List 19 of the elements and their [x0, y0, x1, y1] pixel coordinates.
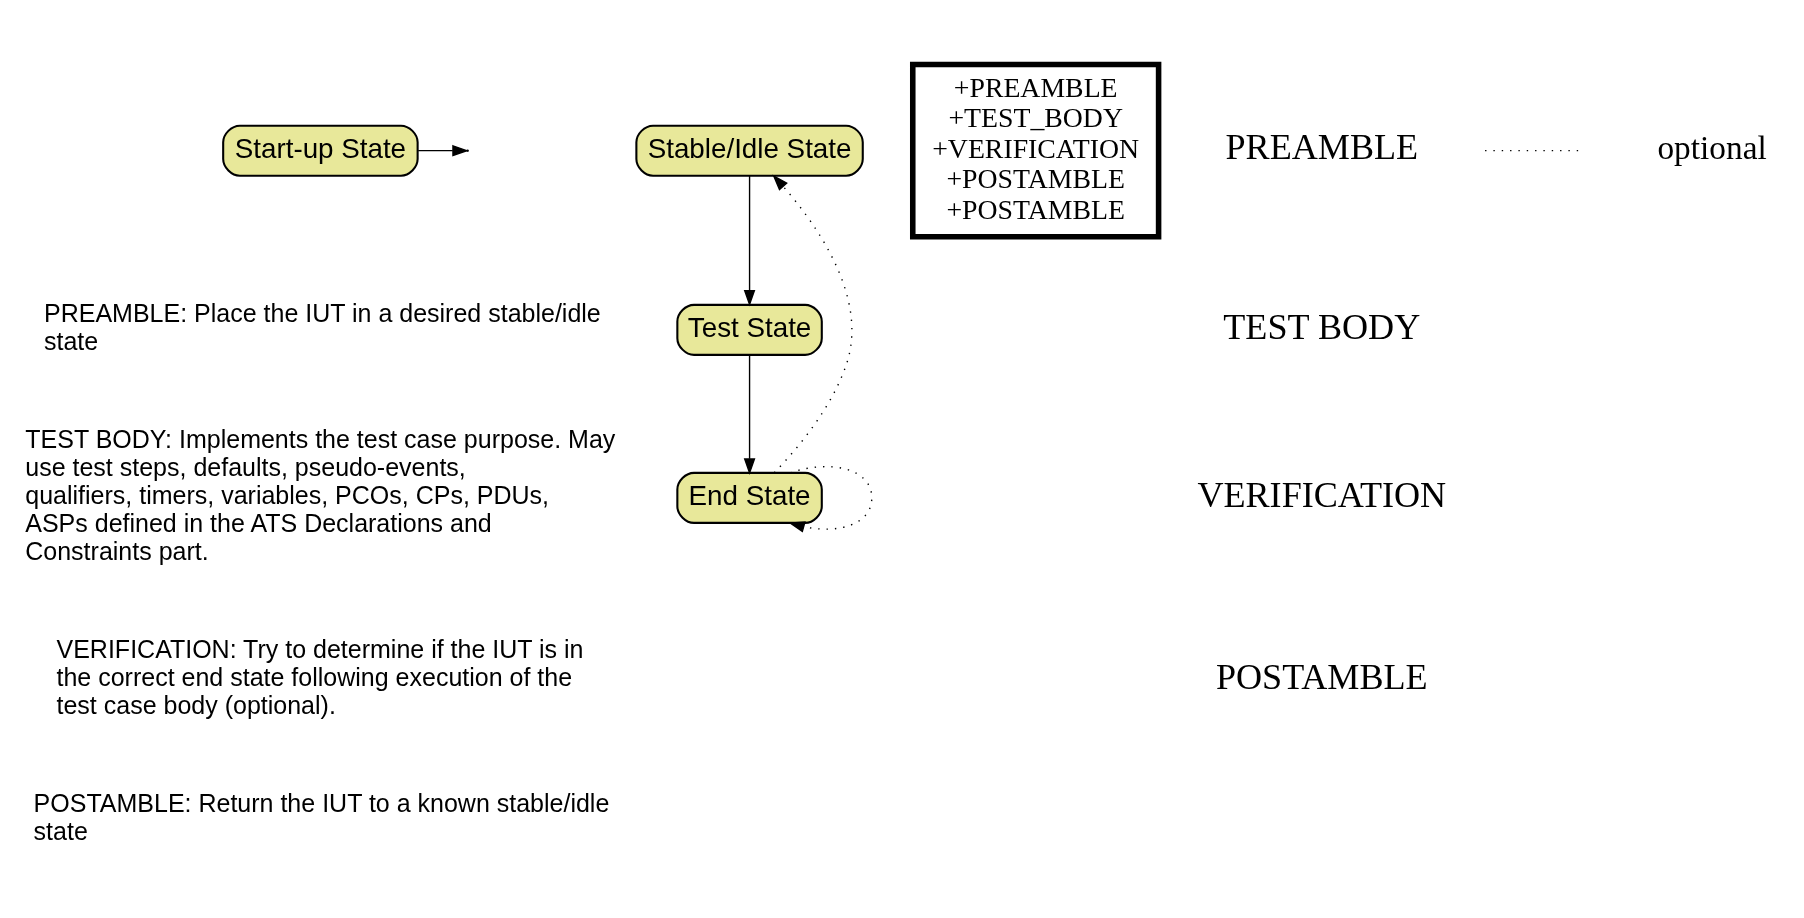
label: TEST BODY: Implements the test case purpose. May use test steps, defaults, pseudo-events, qualifiers, timers, variables, PCOs, CPs, PDUs, ASPs defined in the ATS Declarations and Constraints part.: [25, 425, 616, 565]
label: POSTAMBLE: Return the IUT to a known stable/idle state: [33, 789, 610, 846]
arrow: [743, 354, 756, 475]
label: VERIFICATION: [1197, 474, 1447, 515]
node-box: Stable/Idle State: [635, 124, 864, 177]
arrow: [788, 466, 873, 533]
arrow: [417, 144, 469, 157]
label: PREAMBLE: Place the IUT in a desired stable/idle state: [44, 299, 601, 355]
label: VERIFICATION: Try to determine if the IUT is in the correct end state following execution of the test case body (optional).: [56, 635, 584, 719]
label: POSTAMBLE: [1215, 656, 1428, 697]
label: PREAMBLE: [1225, 127, 1419, 168]
node-box: Test State: [676, 303, 823, 356]
node-box: +PREAMBLE +TEST_BODY +VERIFICATION +POSTAMBLE +POSTAMBLE: [910, 61, 1162, 240]
node-box: End State: [676, 471, 823, 524]
node-box: Start-up State: [222, 124, 419, 177]
legend-label: optional: [1657, 129, 1767, 167]
arrow: [743, 175, 756, 307]
label: TEST BODY: [1223, 306, 1421, 347]
arrow: [772, 174, 853, 474]
